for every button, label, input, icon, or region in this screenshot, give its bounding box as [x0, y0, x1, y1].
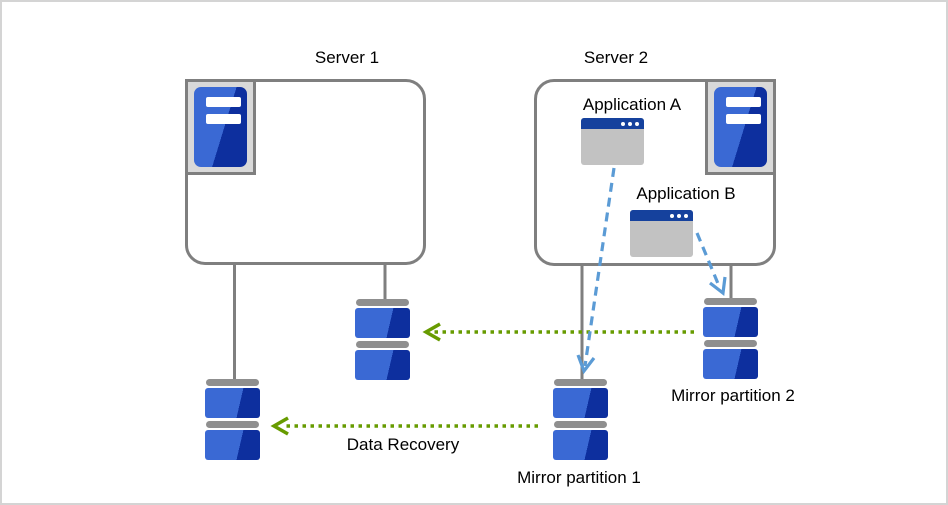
window-titlebar — [581, 118, 644, 129]
mirror-partition-1-label: Mirror partition 1 — [517, 468, 641, 487]
server1-disk-icon-left — [205, 379, 260, 463]
mirror-partition-2-disk-icon — [703, 298, 758, 382]
mirror-partition-2-label: Mirror partition 2 — [671, 386, 795, 405]
window-titlebar — [630, 210, 693, 221]
server1-label: Server 1 — [314, 48, 380, 67]
server2-label: Server 2 — [583, 48, 649, 67]
mirror-partition-1-disk-icon — [553, 379, 608, 463]
server1-disk-icon-right — [355, 299, 410, 383]
data-recovery-label: Data Recovery — [346, 435, 460, 454]
server-tower-glyph — [714, 87, 767, 167]
application-a-window-icon — [581, 118, 644, 165]
server-tower-glyph — [194, 87, 247, 167]
application-b-window-icon — [630, 210, 693, 257]
data-recovery-arrow — [270, 416, 538, 436]
application-a-label: Application A — [582, 95, 682, 114]
server-tower-icon-2 — [705, 79, 776, 175]
application-b-label: Application B — [636, 184, 736, 203]
server-tower-icon-1 — [185, 79, 256, 175]
mirror-sync-arrow — [422, 322, 694, 342]
